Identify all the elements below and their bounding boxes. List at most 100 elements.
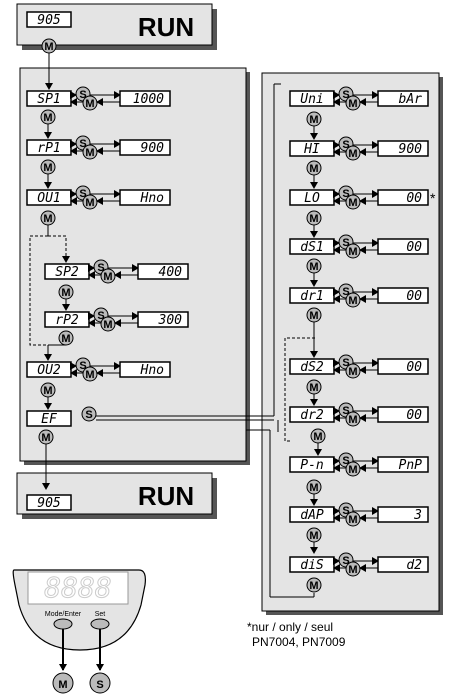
- svg-text:M: M: [103, 319, 112, 331]
- svg-text:S: S: [342, 357, 349, 369]
- m-circle: M: [40, 109, 56, 125]
- value-box: [377, 506, 429, 523]
- set-label: Set: [95, 611, 106, 618]
- svg-text:M: M: [309, 213, 318, 225]
- m-circle: M: [345, 511, 361, 527]
- value-label: bAr: [399, 92, 423, 107]
- svg-text:S: S: [342, 405, 349, 417]
- svg-text:M: M: [309, 482, 318, 494]
- svg-text:M: M: [309, 530, 318, 542]
- svg-text:M: M: [41, 432, 50, 444]
- vertical-connectors: [44, 124, 322, 554]
- mode-enter-button[interactable]: [53, 618, 73, 630]
- device-s-circle: S: [89, 672, 111, 694]
- m-circle: M: [41, 38, 57, 54]
- value-box: [119, 361, 171, 378]
- svg-text:M: M: [348, 464, 357, 476]
- svg-text:M: M: [348, 366, 357, 378]
- svg-text:M: M: [85, 369, 94, 381]
- menu-row-rp1: rP1 SM 900: [26, 135, 171, 160]
- param-label: dAP: [300, 508, 324, 523]
- run-top-display: [26, 11, 72, 28]
- m-circle: M: [306, 527, 322, 543]
- menu-row-ef: EF: [26, 410, 72, 427]
- svg-text:M: M: [348, 197, 357, 209]
- m-circle: M: [306, 307, 322, 323]
- param-label: rP2: [55, 313, 79, 328]
- param-label: LO: [304, 191, 320, 206]
- m-circle: M: [306, 379, 322, 395]
- svg-text:M: M: [348, 414, 357, 426]
- set-button[interactable]: [90, 618, 110, 630]
- m-circle: M: [58, 330, 74, 346]
- value-label: 00: [406, 289, 422, 304]
- value-box: [377, 238, 429, 255]
- run-bottom-display-value: 905: [37, 496, 61, 511]
- svg-text:S: S: [97, 310, 104, 322]
- svg-text:M: M: [348, 514, 357, 526]
- value-label: 00: [406, 240, 422, 255]
- svg-text:M: M: [313, 431, 322, 443]
- m-circle: M: [82, 194, 98, 210]
- value-box: [377, 358, 429, 375]
- svg-text:M: M: [309, 261, 318, 273]
- m-circle: M: [100, 268, 116, 284]
- param-label: EF: [41, 412, 58, 427]
- m-circle: M: [306, 210, 322, 226]
- svg-text:M: M: [44, 41, 53, 53]
- svg-text:S: S: [79, 89, 86, 101]
- param-label: OU2: [37, 363, 61, 378]
- device-illustration: 8888 Mode/Enter Set M S: [12, 569, 146, 694]
- value-box: [137, 263, 189, 280]
- svg-text:M: M: [348, 98, 357, 110]
- value-box: [377, 406, 429, 423]
- m-circle: M: [38, 429, 54, 445]
- m-circle: M: [306, 160, 322, 176]
- m-circle: M: [345, 363, 361, 379]
- svg-text:M: M: [61, 287, 70, 299]
- svg-text:M: M: [43, 385, 52, 397]
- value-label: 900: [399, 142, 423, 157]
- m-circle: M: [306, 111, 322, 127]
- connector-lines: [42, 43, 315, 598]
- value-label: 00: [406, 191, 422, 206]
- svg-text:M: M: [103, 271, 112, 283]
- footnote-line-1: *nur / only / seul: [247, 620, 333, 634]
- svg-text:S: S: [342, 188, 349, 200]
- value-label: 900: [141, 141, 165, 156]
- value-label: d2: [406, 558, 422, 573]
- m-circle: M: [345, 411, 361, 427]
- device-display: [27, 571, 129, 605]
- svg-text:S: S: [96, 679, 103, 691]
- menu-row-lo: LO SM 00: [289, 185, 429, 210]
- run-top-label: RUN: [138, 12, 194, 42]
- value-label: 00: [406, 360, 422, 375]
- svg-text:M: M: [348, 246, 357, 258]
- param-box: [26, 410, 72, 427]
- param-label: P-n: [300, 458, 323, 473]
- lo-asterisk: *: [430, 190, 436, 206]
- m-circle: M: [306, 479, 322, 495]
- svg-text:S: S: [79, 138, 86, 150]
- device-display-digits: 8888: [44, 571, 111, 604]
- svg-text:S: S: [342, 505, 349, 517]
- svg-text:M: M: [85, 98, 94, 110]
- svg-text:M: M: [85, 147, 94, 159]
- run-bottom-label: RUN: [138, 481, 194, 511]
- svg-text:M: M: [348, 564, 357, 576]
- value-label: Hno: [140, 191, 165, 206]
- param-label: rP1: [37, 141, 60, 156]
- m-circle: M: [306, 258, 322, 274]
- svg-text:M: M: [85, 197, 94, 209]
